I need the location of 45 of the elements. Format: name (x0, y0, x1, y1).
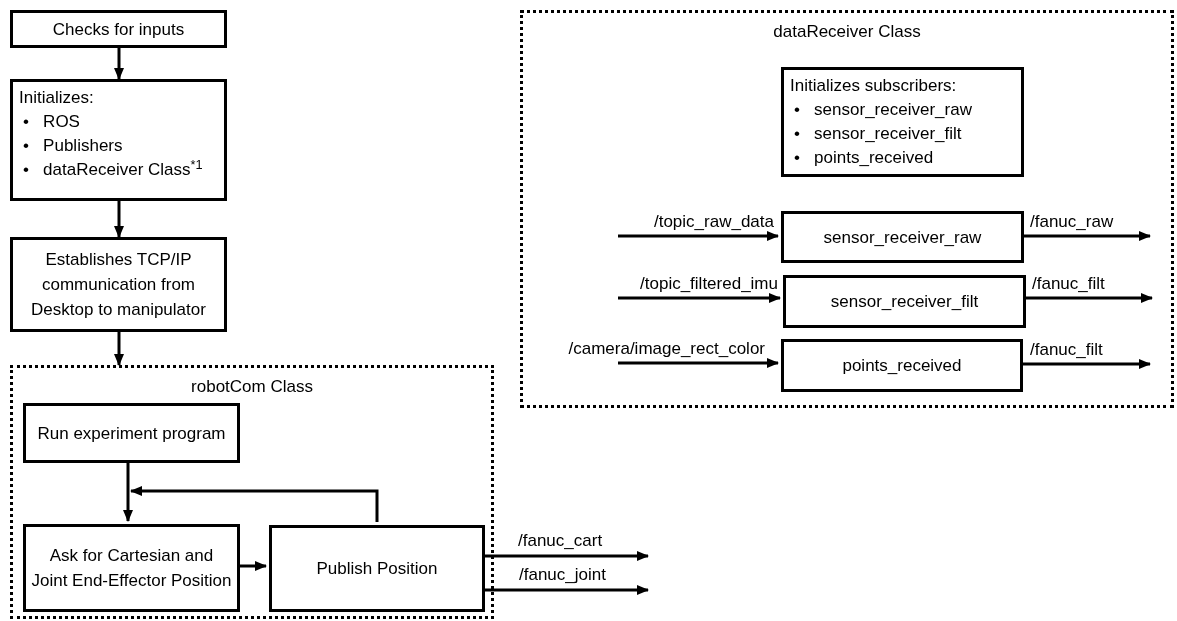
box-label: Checks for inputs (52, 18, 185, 41)
box-label: Ask for Cartesian and Joint End-Effector Position (30, 545, 233, 592)
box-label: sensor_receiver_raw (823, 226, 982, 249)
process-box (10, 237, 227, 332)
arrow (114, 332, 124, 366)
edge-label: /fanuc_filt (1030, 339, 1103, 361)
arrow (618, 293, 781, 303)
edge-label: /fanuc_joint (519, 564, 606, 586)
arrow (114, 48, 124, 80)
list-item: • points_received (794, 147, 935, 169)
box-heading: Initializes: (19, 87, 95, 109)
arrow (618, 358, 779, 368)
arrow (130, 486, 379, 522)
box-label: Publish Position (316, 558, 438, 580)
group-title: robotCom Class (190, 376, 314, 398)
list-item: • Publishers (23, 135, 124, 157)
list-item: • sensor_receiver_raw (794, 99, 973, 121)
class-group-frame (10, 365, 494, 619)
process-box (23, 403, 240, 463)
box-label: sensor_receiver_filt (830, 291, 979, 313)
process-box (781, 339, 1023, 392)
process-box (23, 524, 240, 612)
box-label: Run experiment program (37, 422, 226, 445)
process-box (10, 10, 227, 48)
edge-label: /camera/image_rect_color (568, 338, 765, 360)
edge-label: /topic_filtered_imu (640, 273, 778, 295)
class-group-frame (520, 10, 1174, 408)
arrow (114, 201, 124, 238)
process-box (269, 525, 485, 612)
edge-label: /fanuc_filt (1032, 273, 1105, 295)
list-item: • dataReceiver Class$^{*1}$ (23, 158, 204, 181)
list-item: • ROS (23, 111, 81, 133)
process-box (781, 211, 1024, 263)
list-item: • sensor_receiver_filt (794, 123, 963, 145)
box-heading: Initializes subscribers: (790, 75, 958, 97)
group-title: dataReceiver Class (772, 21, 922, 43)
edge-label: /fanuc_cart (518, 530, 603, 552)
box-label: points_received (842, 355, 962, 377)
process-box (10, 79, 227, 201)
process-box (781, 67, 1024, 177)
box-label: Establishes TCP/IP communication from Desktop to manipulator (30, 249, 207, 321)
edge-label: /fanuc_raw (1030, 211, 1114, 233)
arrow (618, 231, 779, 241)
process-box (783, 275, 1026, 328)
edge-label: /topic_raw_data (653, 211, 774, 233)
